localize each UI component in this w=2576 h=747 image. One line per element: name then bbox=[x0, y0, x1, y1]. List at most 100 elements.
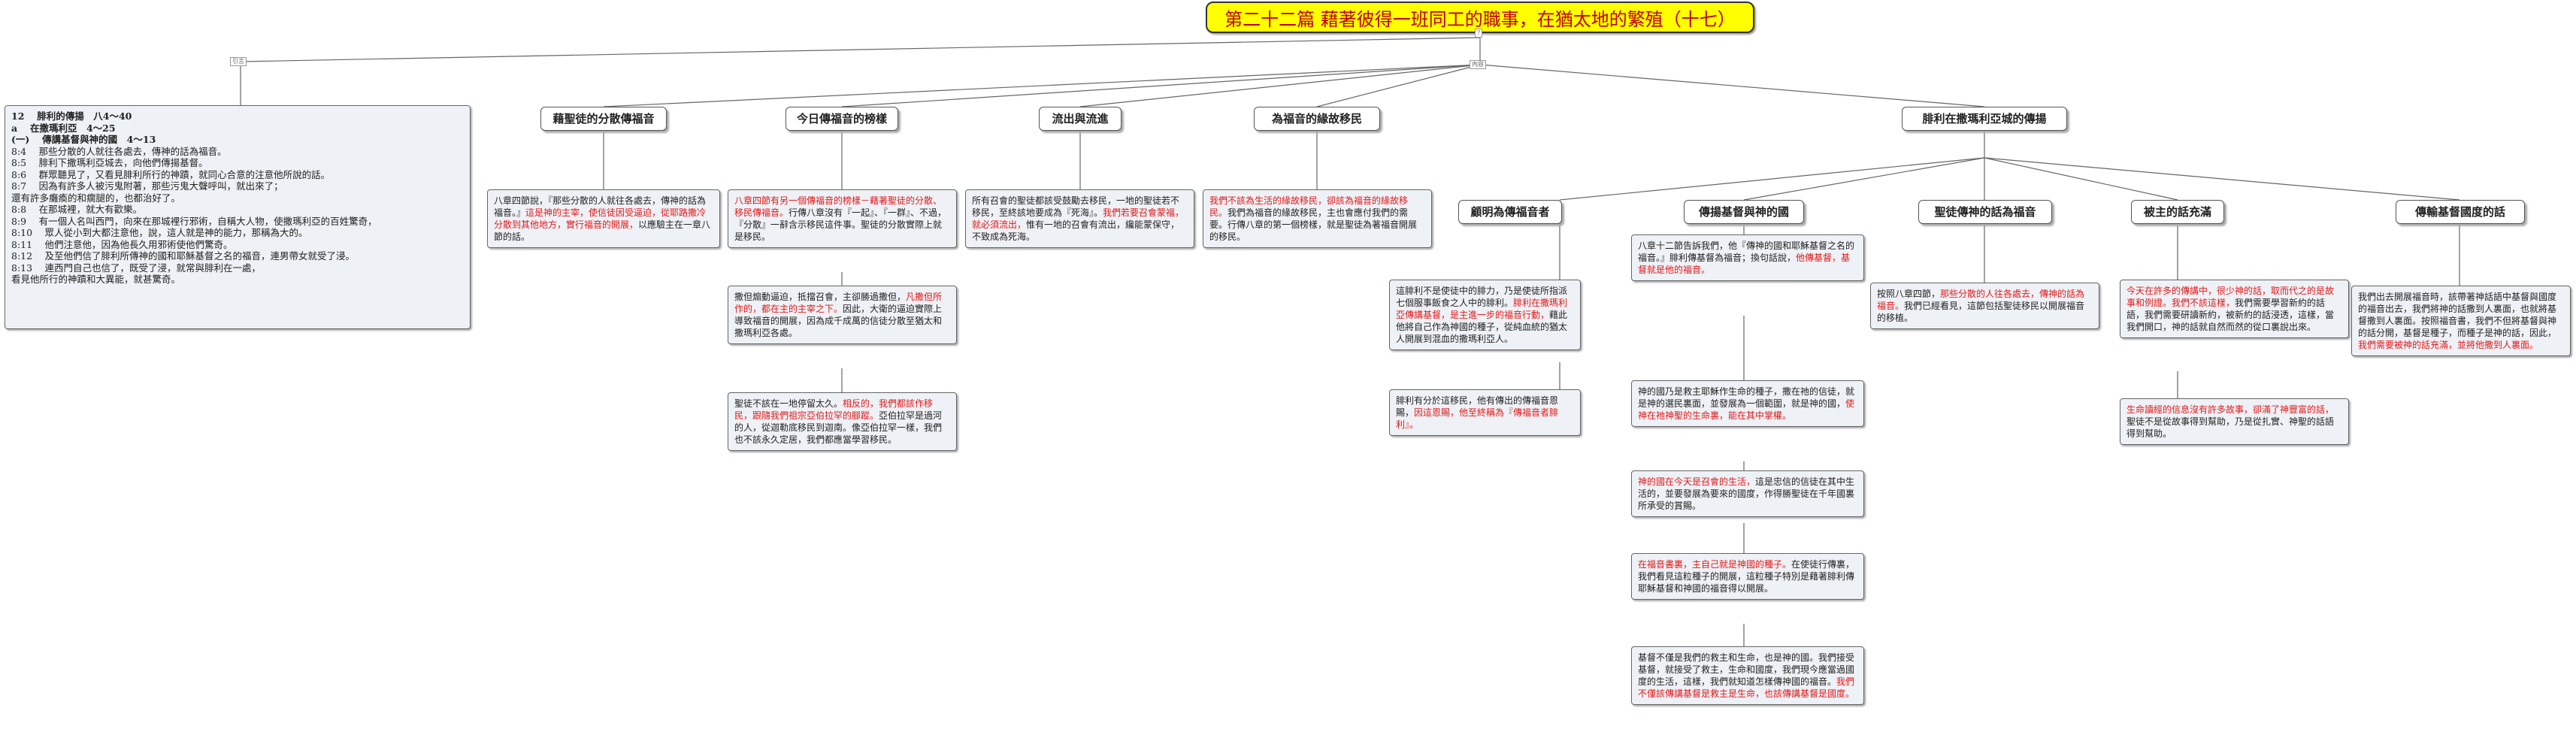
note-box[interactable]: 生命讀經的信息沒有許多故事，卻滿了神豐富的話，聖徒不是從故事得到幫助，乃是從扎實… bbox=[2120, 398, 2349, 445]
highlighted-text: 我們不該為生活的緣故移民，卻該為福音的緣故移民。 bbox=[1209, 195, 1409, 218]
subheading-evangelist[interactable]: 顧明為傳福音者 bbox=[1458, 200, 1562, 224]
note-box[interactable]: 這腓利不是使徒中的腓力，乃是使徒所指派七個服事飯食之人中的腓利。腓利在撒瑪利亞傳… bbox=[1389, 280, 1581, 350]
note-box[interactable]: 我們不該為生活的緣故移民，卻該為福音的緣故移民。我們為福音的緣故移民，主也會應付… bbox=[1203, 189, 1432, 248]
outline-line: 8:7 因為有許多人被污鬼附著，那些污鬼大聲呼叫，就出來了； bbox=[11, 180, 283, 192]
body-text: 八章十二節告訴我們，他『傳神的國和耶穌基督之名的福音。』腓利傳基督為福音；換句話… bbox=[1638, 240, 1855, 263]
highlighted-text: 使神在祂神聖的生命裏，能在其中掌權。 bbox=[1638, 398, 1855, 421]
body-text: 我們已經看見，這節包括聖徒移民以開展福音的移植。 bbox=[1877, 301, 2085, 323]
note-box[interactable]: 今天在許多的傳講中，很少神的話，取而代之的是故事和例證。我們不該這樣，我們需要學… bbox=[2120, 280, 2349, 338]
outline-line: 還有許多癱瘓的和瘸腿的，也都治好了。 bbox=[11, 192, 181, 204]
body-text: 因此，大衛的逼迫實際上導致福音的開展，因為成千成萬的信徒分散至猶太和撒瑪利亞各處… bbox=[734, 304, 943, 338]
outline-line: 看見他所行的神蹟和大異能，就甚驚奇。 bbox=[11, 274, 181, 285]
note-box[interactable]: 腓利有分於這移民，他有傳出的傳福音恩賜，因這恩賜，他至終稱為『傳福音者腓利』。 bbox=[1389, 389, 1581, 436]
body-text: 基督不僅是我們的救主和生命，也是神的國。我們接受基督，就接受了救主，生命和國度，… bbox=[1638, 652, 1855, 687]
body-text: 所有召會的聖徒都該受鼓勵去移民，一地的聖徒若不移民，至終該地要成為『死海』。 bbox=[972, 195, 1180, 218]
body-text: 亞伯拉罕是過河的人，從迦勒底移民到迦南。像亞伯拉罕一樣，我們也不該永久定居，我們… bbox=[734, 410, 943, 445]
highlighted-text: 因這恩賜，他至終稱為『傳福音者腓利』。 bbox=[1396, 407, 1559, 430]
heading-text: 流出與流進 bbox=[1052, 112, 1109, 126]
body-text: 撒但煽動逼迫，抵擋召會，主卻勝過撒但， bbox=[734, 292, 907, 302]
intro-tag: 引言 bbox=[230, 57, 247, 66]
note-box[interactable]: 我們出去開展福音時，該帶著神話語中基督與國度的福音出去，我們將神的話撒到人裏面，… bbox=[2351, 286, 2571, 356]
heading-philip-samaria[interactable]: 腓利在撒瑪利亞城的傳揚 bbox=[1902, 107, 2067, 131]
note-box[interactable]: 神的國在今天是召會的生活，這是忠信的信徒在其中生活的，並要發展為要來的國度，作得… bbox=[1631, 470, 1864, 517]
heading-text: 今日傳福音的榜樣 bbox=[796, 112, 887, 126]
heading-text: 被主的話充滿 bbox=[2143, 205, 2211, 219]
heading-text: 顧明為傳福音者 bbox=[1470, 205, 1550, 219]
outline-line: 8:6 群眾聽見了，又看見腓利所行的神蹟，就同心合意的注意他所說的話。 bbox=[11, 168, 331, 180]
body-text: 惟有一地的召會有流出，纔能蒙保守，不致成為死海。 bbox=[972, 219, 1180, 242]
note-box[interactable]: 八章四節有另一個傳福音的榜樣－藉著聖徒的分散、移民傳福音。行傳八章沒有『一起』、… bbox=[728, 189, 957, 248]
highlighted-text: 我們若要召會蒙福，就必須流出， bbox=[972, 207, 1185, 230]
note-box[interactable]: 所有召會的聖徒都該受鼓勵去移民，一地的聖徒若不移民，至終該地要成為『死海』。我們… bbox=[965, 189, 1194, 248]
body-text: 這腓利不是使徒中的腓力，乃是使徒所指派七個服事飯食之人中的腓利。 bbox=[1396, 286, 1568, 308]
body-text: 以應驗主在一章八節的話。 bbox=[494, 219, 711, 242]
highlighted-text: 我們需要被神的話充滿，並將他撒到人裏面。 bbox=[2358, 340, 2539, 350]
highlighted-text: 生命讀經的信息沒有許多故事，卻滿了神豐富的話， bbox=[2126, 404, 2335, 415]
heading-dispersion-gospel[interactable]: 藉聖徒的分散傳福音 bbox=[540, 107, 667, 131]
body-text: 八章四節說，『那些分散的人就往各處去，傳神的話為福音。』 bbox=[494, 195, 707, 218]
heading-flow-out-in[interactable]: 流出與流進 bbox=[1039, 107, 1122, 131]
body-text: 我們需要學習新約的話語，我們需要研讀新約，被新約的話浸透，這樣，當我們開口，神的… bbox=[2126, 298, 2335, 332]
outline-line: 8:8 在那城裡，就大有歡樂。 bbox=[11, 204, 143, 215]
heading-text: 為福音的緣故移民 bbox=[1271, 112, 1362, 126]
subheading-christ-kingdom[interactable]: 傳揚基督與神的國 bbox=[1684, 200, 1804, 224]
highlighted-text: 他傳基督，基督就是他的福音。 bbox=[1638, 253, 1851, 275]
heading-text: 腓利在撒瑪利亞城的傳揚 bbox=[1922, 112, 2047, 126]
note-box[interactable]: 八章十二節告訴我們，他『傳神的國和耶穌基督之名的福音。』腓利傳基督為福音；換句話… bbox=[1631, 234, 1864, 281]
heading-migrate-for-gospel[interactable]: 為福音的緣故移民 bbox=[1254, 107, 1380, 131]
outline-line: 8:9 有一個人名叫西門，向來在那城裡行邪術，自稱大人物，使撒瑪利亞的百姓驚奇， bbox=[11, 215, 377, 227]
highlighted-text: 今天在許多的傳講中，很少神的話，取而代之的是故事和例證。我們不該這樣， bbox=[2126, 286, 2335, 308]
body-text: 這是忠信的信徒在其中生活的，並要發展為要來的國度， bbox=[1638, 476, 1855, 499]
diagram-title-text: 第二十二篇 藉著彼得一班同工的職事，在猶太地的繁殖（十七） bbox=[1224, 8, 1736, 30]
outline-line: a 在撒瑪利亞 4～25 bbox=[11, 122, 116, 134]
outline-line: 8:13 連西門自己也信了，既受了浸，就常與腓利在一處， bbox=[11, 262, 262, 274]
body-text: 藉此他將自己作為神國的種子，從純血統的猶太人開展到混血的撒瑪利亞人。 bbox=[1396, 310, 1568, 344]
subheading-word-as-gospel[interactable]: 聖徒傳神的話為福音 bbox=[1918, 200, 2052, 224]
outline-line: 8:12 及至他們信了腓利所傳神的國和耶穌基督之名的福音，連男帶女就受了浸。 bbox=[11, 250, 356, 262]
highlighted-text: 八章四節有另一個傳福音的榜樣－藉著聖徒的分散、移民傳福音。 bbox=[734, 195, 943, 218]
highlighted-text: 相反的，我們都該作移民，跟隨我們祖宗亞伯拉罕的腳蹤。 bbox=[734, 398, 934, 421]
highlighted-text: 我們不僅該傳講基督是救主是生命，也該傳講基督是國度。 bbox=[1638, 676, 1855, 699]
note-box[interactable]: 八章四節說，『那些分散的人就往各處去，傳神的話為福音。』這是神的主宰，使信徒因受… bbox=[487, 189, 720, 248]
outline-line: 8:4 那些分散的人就往各處去，傳神的話為福音。 bbox=[11, 145, 227, 157]
content-tag: 內容 bbox=[1470, 60, 1486, 69]
outline-line: 8:11 他們注意他，因為他長久用邪術使他們驚奇。 bbox=[11, 238, 233, 250]
outline-line: (一) 傳講基督與神的國 4～13 bbox=[11, 134, 156, 145]
highlighted-text: 在福音書裏，主自己就是神國的種子。 bbox=[1638, 559, 1792, 570]
title-marker-icon: ? bbox=[1475, 29, 1483, 38]
body-text: 我們為福音的緣故移民，主也會應付我們的需要。行傳八章的第一個榜樣，就是聖徒為著福… bbox=[1209, 207, 1418, 242]
heading-text: 傳揚基督與神的國 bbox=[1698, 205, 1789, 219]
highlighted-text: 神的國在今天是召會的生活， bbox=[1638, 476, 1756, 487]
body-text: 聖徒不該在一地停留太久。 bbox=[734, 398, 843, 409]
body-text: 腓利有分於這移民，他有傳出的傳福音恩賜， bbox=[1396, 395, 1559, 418]
highlighted-text: 腓利在撒瑪利亞傳講基督，是主進一步的福音行動， bbox=[1396, 298, 1568, 320]
highlighted-text: 那些分散的人往各處去，傳神的話為福音。 bbox=[1877, 289, 2085, 311]
body-text: 聖徒不是從故事得到幫助，乃是從扎實、神聖的話語得到幫助。 bbox=[2126, 416, 2335, 439]
body-text: 作得勝聖徒在千年國裏所承受的賞賜。 bbox=[1638, 488, 1855, 511]
body-text: 按照八章四節， bbox=[1877, 289, 1941, 299]
note-box[interactable]: 基督不僅是我們的救主和生命，也是神的國。我們接受基督，就接受了救主，生命和國度，… bbox=[1631, 646, 1864, 705]
highlighted-text: 凡撒但所作的，都在主的主宰之下。 bbox=[734, 292, 943, 314]
outline-line: 12 腓利的傳揚 八4～40 bbox=[11, 110, 132, 122]
outline-line: 8:5 腓利下撒瑪利亞城去，向他們傳揚基督。 bbox=[11, 157, 208, 168]
body-text: 神的國乃是救主耶穌作生命的種子，撒在祂的信徒，就是神的選民裏面，並發展為一個範圍… bbox=[1638, 386, 1855, 409]
highlighted-text: 這是神的主宰，使信徒因受逼迫，從耶路撒冷分散到其他地方，實行福音的開展， bbox=[494, 207, 707, 230]
diagram-title[interactable]: 第二十二篇 藉著彼得一班同工的職事，在猶太地的繁殖（十七） bbox=[1206, 2, 1754, 33]
body-text: 在使徒行傳裏，我們看見這粒種子的開展，這粒種子特別是藉著腓利傳耶穌基督和神國的福… bbox=[1638, 559, 1855, 594]
heading-text: 藉聖徒的分散傳福音 bbox=[552, 112, 655, 126]
note-box[interactable]: 在福音書裏，主自己就是神國的種子。在使徒行傳裏，我們看見這粒種子的開展，這粒種子… bbox=[1631, 553, 1864, 600]
body-text: 行傳八章沒有『一起』、『一群』、不過，『分散』一辭含示移民這件事。聖徒的分散實際… bbox=[734, 207, 947, 242]
note-box[interactable]: 聖徒不該在一地停留太久。相反的，我們都該作移民，跟隨我們祖宗亞伯拉罕的腳蹤。亞伯… bbox=[728, 392, 957, 451]
note-box[interactable]: 按照八章四節，那些分散的人往各處去，傳神的話為福音。我們已經看見，這節包括聖徒移… bbox=[1870, 283, 2099, 329]
heading-text: 聖徒傳神的話為福音 bbox=[1934, 205, 2036, 219]
heading-gospel-pattern[interactable]: 今日傳福音的榜樣 bbox=[786, 107, 898, 131]
note-box[interactable]: 神的國乃是救主耶穌作生命的種子，撒在祂的信徒，就是神的選民裏面，並發展為一個範圍… bbox=[1631, 380, 1864, 427]
subheading-kingdom-word[interactable]: 傳輸基督國度的話 bbox=[2396, 200, 2525, 224]
body-text: 我們出去開展福音時，該帶著神話語中基督與國度的福音出去，我們將神的話撒到人裏面，… bbox=[2358, 292, 2557, 338]
outline-line: 8:10 眾人從小到大都注意他，說，這人就是神的能力，那稱為大的。 bbox=[11, 227, 308, 238]
heading-text: 傳輸基督國度的話 bbox=[2414, 205, 2505, 219]
subheading-filled-with-word[interactable]: 被主的話充滿 bbox=[2131, 200, 2224, 224]
note-box[interactable]: 撒但煽動逼迫，抵擋召會，主卻勝過撒但，凡撒但所作的，都在主的主宰之下。因此，大衛… bbox=[728, 286, 957, 344]
